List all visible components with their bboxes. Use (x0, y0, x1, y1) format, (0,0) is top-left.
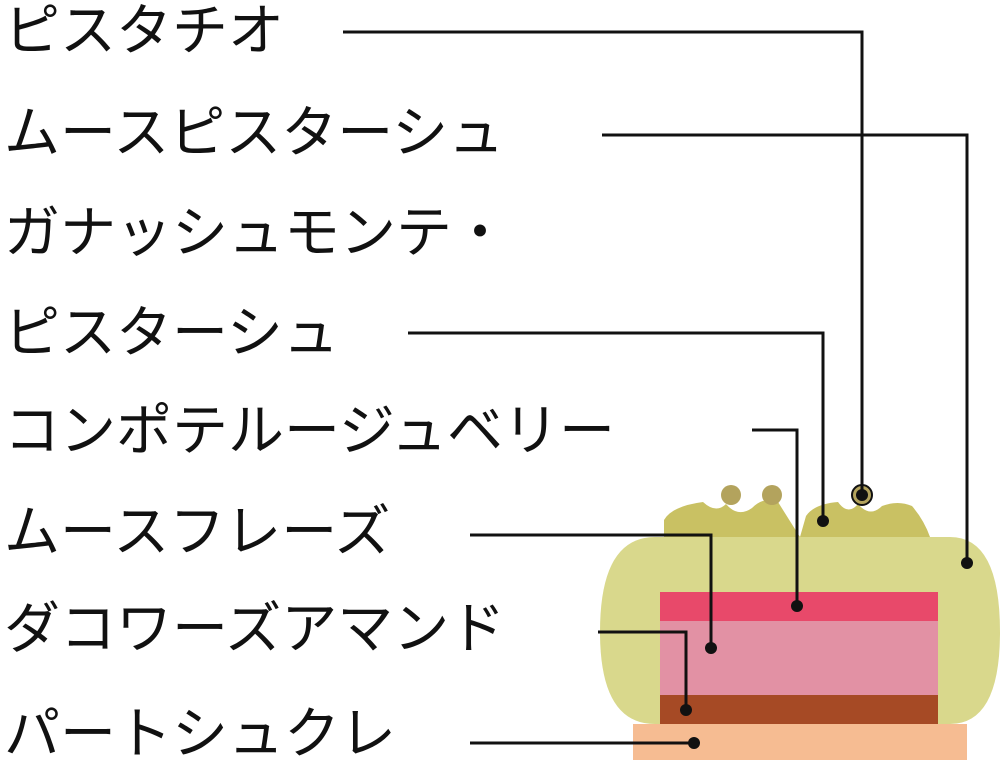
endpoint-dot (680, 704, 692, 716)
pistachio-ball (721, 485, 741, 505)
endpoint-dot (791, 600, 803, 612)
label-dacquoise-amande: ダコワーズアマンド (4, 597, 506, 662)
leader-line-compote (752, 428, 799, 606)
pistachio-ball (762, 485, 782, 505)
label-compote-rouge-berry: コンポテルージュベリー (4, 399, 615, 464)
endpoint-dot (856, 489, 868, 501)
leader-line-mousse-fraise (470, 533, 713, 648)
leader-line-ganache-montee (408, 331, 825, 521)
label-mousse-pistache: ムースピスターシュ (4, 101, 505, 166)
ganache-montee-topping (664, 500, 930, 537)
label-mousse-fraise: ムースフレーズ (4, 500, 391, 565)
endpoint-dot (817, 515, 829, 527)
dacquoise-amande-layer (660, 695, 938, 724)
endpoint-dot (961, 557, 973, 569)
mousse-fraise-layer (660, 621, 938, 695)
label-ganache-montee-line2: ピスターシュ (4, 301, 339, 366)
label-ganache-montee-line1: ガナッシュモンテ・ (4, 201, 508, 266)
endpoint-dot (705, 642, 717, 654)
leader-line-mousse-pistache (602, 133, 969, 563)
leader-line-pistachio (343, 30, 864, 495)
endpoint-dot (688, 737, 700, 749)
label-pate-sucree: パートシュクレ (4, 702, 396, 767)
label-pistachio: ピスタチオ (4, 0, 284, 64)
leader-line-dacquoise (598, 630, 688, 710)
